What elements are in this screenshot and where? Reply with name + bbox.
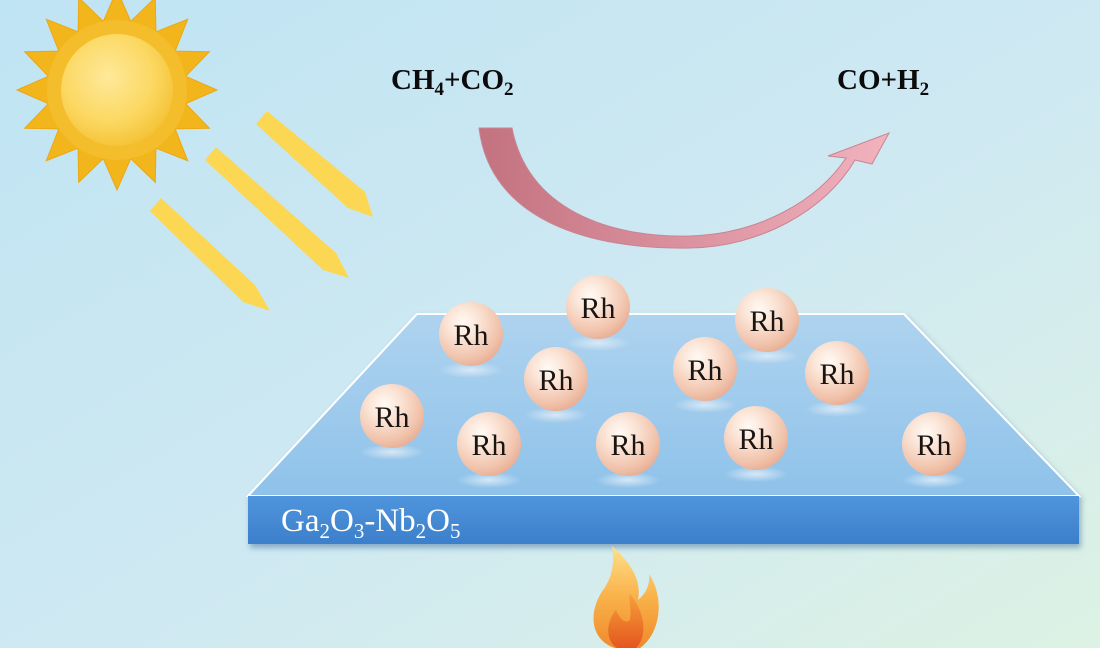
- product-plus: +: [880, 64, 898, 96]
- reactant-plus: +: [444, 64, 461, 96]
- rh-particle-label: Rh: [453, 319, 488, 352]
- light-ray-2: [205, 147, 349, 278]
- support-front-face: [248, 496, 1079, 544]
- rh-particles: Rh Rh Rh Rh Rh Rh Rh: [360, 275, 966, 488]
- h2-subscript: 2: [919, 79, 930, 100]
- light-ray-icon: [150, 111, 373, 311]
- rh-particle-label: Rh: [687, 354, 722, 387]
- rh-particle: Rh: [524, 347, 588, 423]
- rh-particle: Rh: [596, 412, 660, 488]
- light-ray-3: [150, 198, 270, 311]
- rh-particle-label: Rh: [819, 358, 854, 391]
- flame-icon: [593, 546, 659, 648]
- rh-particle-label: Rh: [916, 429, 951, 462]
- co-text: CO: [837, 64, 881, 96]
- rh-particle: Rh: [457, 412, 521, 488]
- co2-subscript: 2: [504, 79, 514, 100]
- rh-particle-label: Rh: [538, 364, 573, 397]
- rh-particle-label: Rh: [749, 305, 784, 338]
- o1-subscript: 3: [353, 519, 365, 543]
- sun-icon: [15, 0, 219, 192]
- co2-base: CO: [460, 64, 505, 96]
- ga-text: Ga: [281, 503, 320, 539]
- rh-particle: Rh: [566, 275, 630, 351]
- ch4-subscript: 4: [434, 79, 445, 100]
- nb-text: Nb: [375, 503, 416, 539]
- light-ray-1: [256, 111, 373, 217]
- curved-arrow-icon: [478, 127, 891, 249]
- rh-particle-label: Rh: [738, 423, 773, 456]
- h2-base: H: [897, 64, 920, 96]
- rh-particle: Rh: [724, 406, 788, 482]
- nb-subscript: 2: [415, 519, 427, 543]
- rh-particle: Rh: [673, 337, 737, 413]
- reactant-formula: CH4+CO2: [391, 64, 514, 100]
- o1-text: O: [329, 503, 354, 539]
- rh-particle-label: Rh: [610, 429, 645, 462]
- o2-text: O: [426, 503, 451, 539]
- rh-particle: Rh: [805, 341, 869, 417]
- rh-particle: Rh: [360, 384, 424, 460]
- rh-particle-label: Rh: [580, 292, 615, 325]
- ga-subscript: 2: [319, 519, 330, 543]
- support-label: Ga2O3-Nb2O5: [281, 503, 461, 543]
- rh-particle-label: Rh: [471, 429, 506, 462]
- product-formula: CO+H2: [837, 64, 930, 100]
- rh-particle-label: Rh: [374, 401, 409, 434]
- o2-subscript: 5: [450, 519, 461, 543]
- rh-particle: Rh: [902, 412, 966, 488]
- dash-text: -: [364, 503, 376, 539]
- rh-particle: Rh: [439, 302, 503, 378]
- ch4-base: CH: [391, 64, 435, 96]
- rh-particle: Rh: [735, 288, 799, 364]
